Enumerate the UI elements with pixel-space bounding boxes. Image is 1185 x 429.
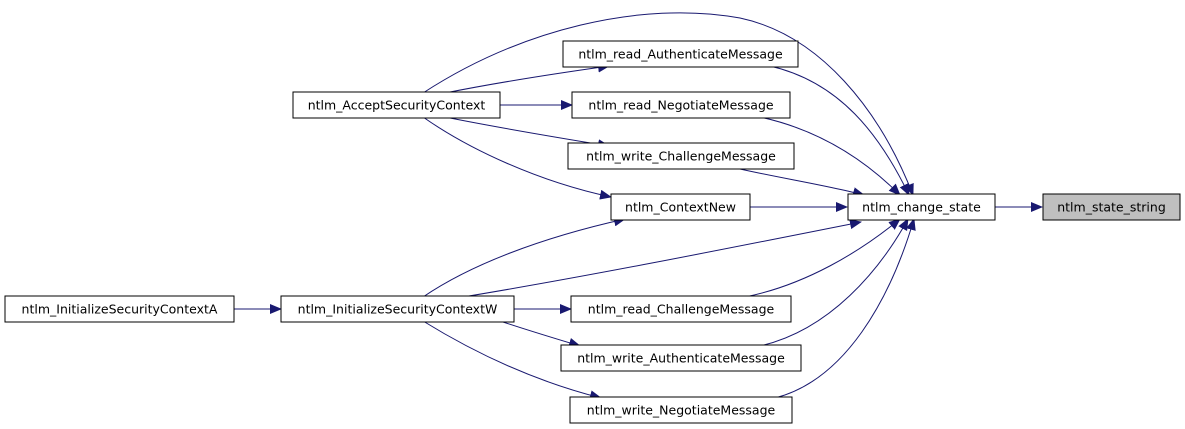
node-label: ntlm_InitializeSecurityContextA [22, 302, 218, 317]
node-label: ntlm_write_AuthenticateMessage [577, 351, 785, 366]
node-label: ntlm_write_NegotiateMessage [587, 403, 776, 418]
edge-initialize-w-to-write-authenticate [499, 320, 581, 348]
node-context-new[interactable]: ntlm_ContextNew [610, 193, 751, 221]
node-label: ntlm_state_string [1057, 200, 1166, 215]
node-change-state[interactable]: ntlm_change_state [847, 193, 996, 221]
node-label: ntlm_change_state [862, 200, 981, 215]
edge-write-authenticate-to-change-state [759, 218, 909, 347]
edge-initialize-w-to-context-new [422, 216, 626, 298]
edge-read-challenge-to-change-state [744, 218, 901, 298]
node-label: ntlm_AcceptSecurityContext [308, 98, 486, 113]
edge-accept-to-read-authenticate [444, 62, 610, 94]
node-write-challenge[interactable]: ntlm_write_ChallengeMessage [567, 142, 795, 170]
node-label: ntlm_ContextNew [625, 200, 736, 215]
node-read-authenticate[interactable]: ntlm_read_AuthenticateMessage [562, 40, 799, 68]
edge-accept-to-write-challenge [444, 116, 610, 150]
node-state-string[interactable]: ntlm_state_string [1042, 193, 1181, 221]
node-accept[interactable]: ntlm_AcceptSecurityContext [292, 91, 501, 119]
edge-read-negotiate-to-change-state [759, 116, 901, 196]
edge-initialize-w-to-write-negotiate [422, 320, 602, 401]
node-label: ntlm_read_NegotiateMessage [588, 98, 773, 113]
node-write-authenticate[interactable]: ntlm_write_AuthenticateMessage [560, 344, 802, 372]
node-read-negotiate[interactable]: ntlm_read_NegotiateMessage [571, 91, 791, 119]
node-label: ntlm_read_ChallengeMessage [588, 302, 775, 317]
node-initialize-a[interactable]: ntlm_InitializeSecurityContextA [4, 295, 235, 323]
edge-write-negotiate-to-change-state [774, 218, 916, 399]
edge-accept-to-context-new [422, 116, 612, 200]
node-read-challenge[interactable]: ntlm_read_ChallengeMessage [570, 295, 792, 323]
edges [234, 12, 1043, 401]
node-write-negotiate[interactable]: ntlm_write_NegotiateMessage [569, 396, 793, 424]
node-initialize-w[interactable]: ntlm_InitializeSecurityContextW [280, 295, 515, 323]
edge-write-challenge-to-change-state [739, 168, 865, 198]
node-label: ntlm_write_ChallengeMessage [586, 149, 776, 164]
node-label: ntlm_read_AuthenticateMessage [578, 47, 783, 62]
edge-read-authenticate-to-change-state [769, 65, 910, 196]
edge-accept-to-change-state [422, 12, 914, 196]
node-label: ntlm_InitializeSecurityContextW [298, 302, 498, 317]
edge-initialize-w-to-change-state [462, 219, 862, 298]
